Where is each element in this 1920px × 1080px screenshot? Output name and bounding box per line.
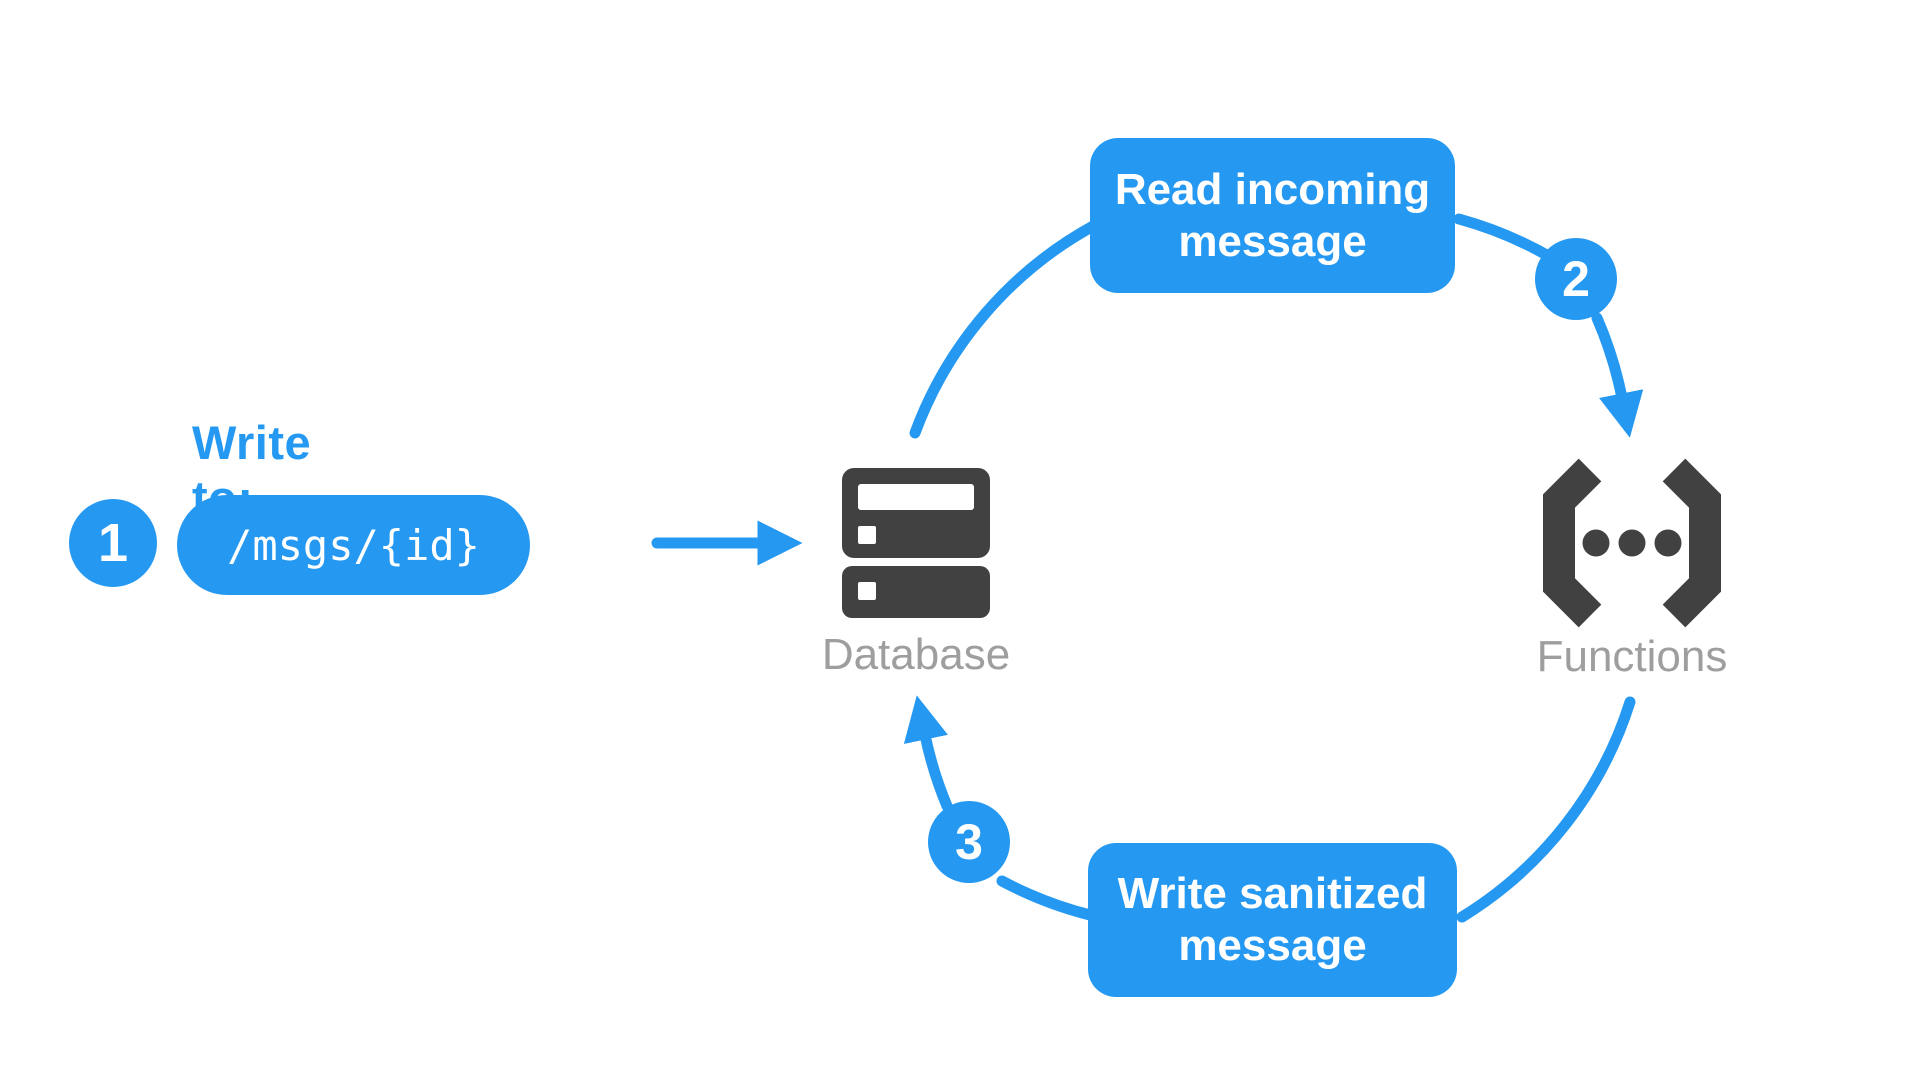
- database-label: Database: [821, 630, 1011, 679]
- step-3-badge: 3: [928, 801, 1010, 883]
- functions-icon: [1543, 458, 1721, 628]
- arc-read-box-to-step2-badge: [1453, 213, 1558, 264]
- arc-database-to-read-box: [909, 219, 1101, 439]
- step-1-badge: 1: [69, 499, 157, 587]
- arc-step2-arrow-to-functions: [1591, 312, 1644, 438]
- arc-step3-arrow-to-database: [903, 695, 953, 812]
- functions-label: Functions: [1536, 632, 1728, 681]
- write-sanitized-message-box: Write sanitized message: [1088, 843, 1457, 997]
- arc-write-box-to-step3-badge: [996, 875, 1096, 921]
- arc-functions-to-write-box: [1456, 696, 1636, 923]
- msgs-path-pill: /msgs/{id}: [177, 495, 530, 595]
- read-incoming-message-box: Read incoming message: [1090, 138, 1455, 293]
- database-icon: [842, 468, 990, 618]
- step-2-badge: 2: [1535, 238, 1617, 320]
